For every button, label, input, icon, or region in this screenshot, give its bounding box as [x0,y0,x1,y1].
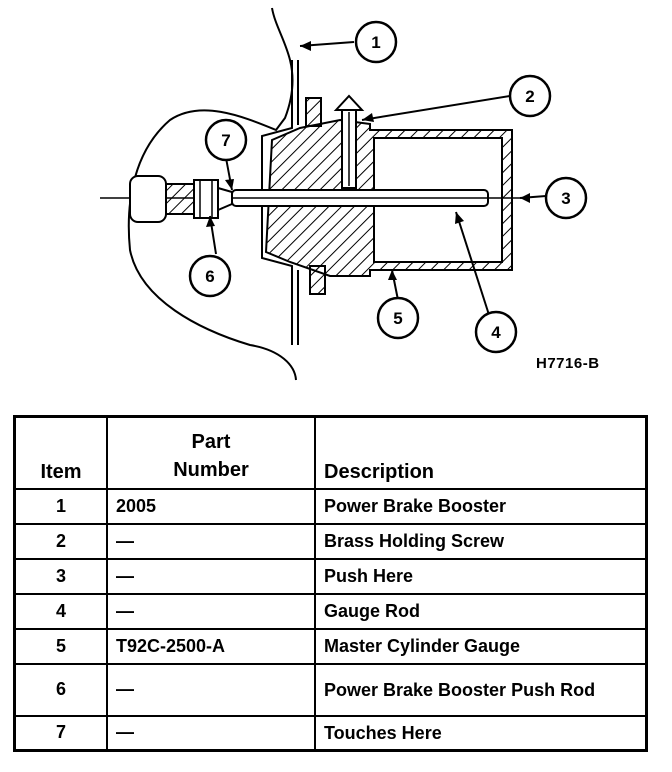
callout-2: 2 [508,74,552,118]
callout-3: 3 [544,176,588,220]
item-cell: 6 [13,662,108,717]
svg-text:5: 5 [393,309,402,328]
description-cell: Master Cylinder Gauge [314,627,648,665]
upper-stud [305,97,322,127]
push-rod-thread [165,183,195,215]
table-header-row: Item Part Number Description [13,415,648,490]
header-part-number: Part Number [106,415,316,490]
header-part-line2: Number [173,458,249,481]
table-row: 4 — Gauge Rod [13,592,648,630]
svg-text:6: 6 [205,267,214,286]
item-cell: 5 [13,627,108,665]
header-description: Description [314,415,648,490]
gauge-diagram: 1 2 3 4 5 6 7 [100,7,588,381]
table-row: 5 T92C-2500-A Master Cylinder Gauge [13,627,648,665]
description-cell: Push Here [314,557,648,595]
part-number-cell: — [106,662,316,717]
part-number-cell: — [106,714,316,752]
push-rod-nut [193,179,219,219]
callout-4: 4 [474,310,518,354]
header-item: Item [13,415,108,490]
description-cell: Power Brake Booster [314,487,648,525]
figure-id: H7716-B [536,355,600,372]
part-number-cell: 2005 [106,487,316,525]
description-cell: Brass Holding Screw [314,522,648,560]
svg-text:3: 3 [561,189,570,208]
part-number-cell: — [106,592,316,630]
table-row: 3 — Push Here [13,557,648,595]
part-number-cell: — [106,522,316,560]
part-number-cell: T92C-2500-A [106,627,316,665]
callout-1: 1 [354,20,398,64]
push-rod-end [129,175,167,223]
table-row: 1 2005 Power Brake Booster [13,487,648,525]
description-cell: Touches Here [314,714,648,752]
part-number-cell: — [106,557,316,595]
item-cell: 4 [13,592,108,630]
table-row: 6 — Power Brake Booster Push Rod [13,662,648,717]
item-cell: 2 [13,522,108,560]
svg-text:7: 7 [221,131,230,150]
table-row: 2 — Brass Holding Screw [13,522,648,560]
description-cell: Gauge Rod [314,592,648,630]
callout-6: 6 [188,254,232,298]
svg-text:4: 4 [491,323,501,342]
svg-text:1: 1 [371,33,380,52]
table-row: 7 — Touches Here [13,714,648,752]
callout-5: 5 [376,296,420,340]
item-cell: 7 [13,714,108,752]
item-cell: 3 [13,557,108,595]
description-cell: Power Brake Booster Push Rod [314,662,648,717]
header-part-line1: Part [191,430,231,453]
svg-text:2: 2 [525,87,534,106]
item-cell: 1 [13,487,108,525]
callout-7: 7 [204,118,248,162]
parts-table: Item Part Number Description 1 2005 Powe… [13,415,648,752]
